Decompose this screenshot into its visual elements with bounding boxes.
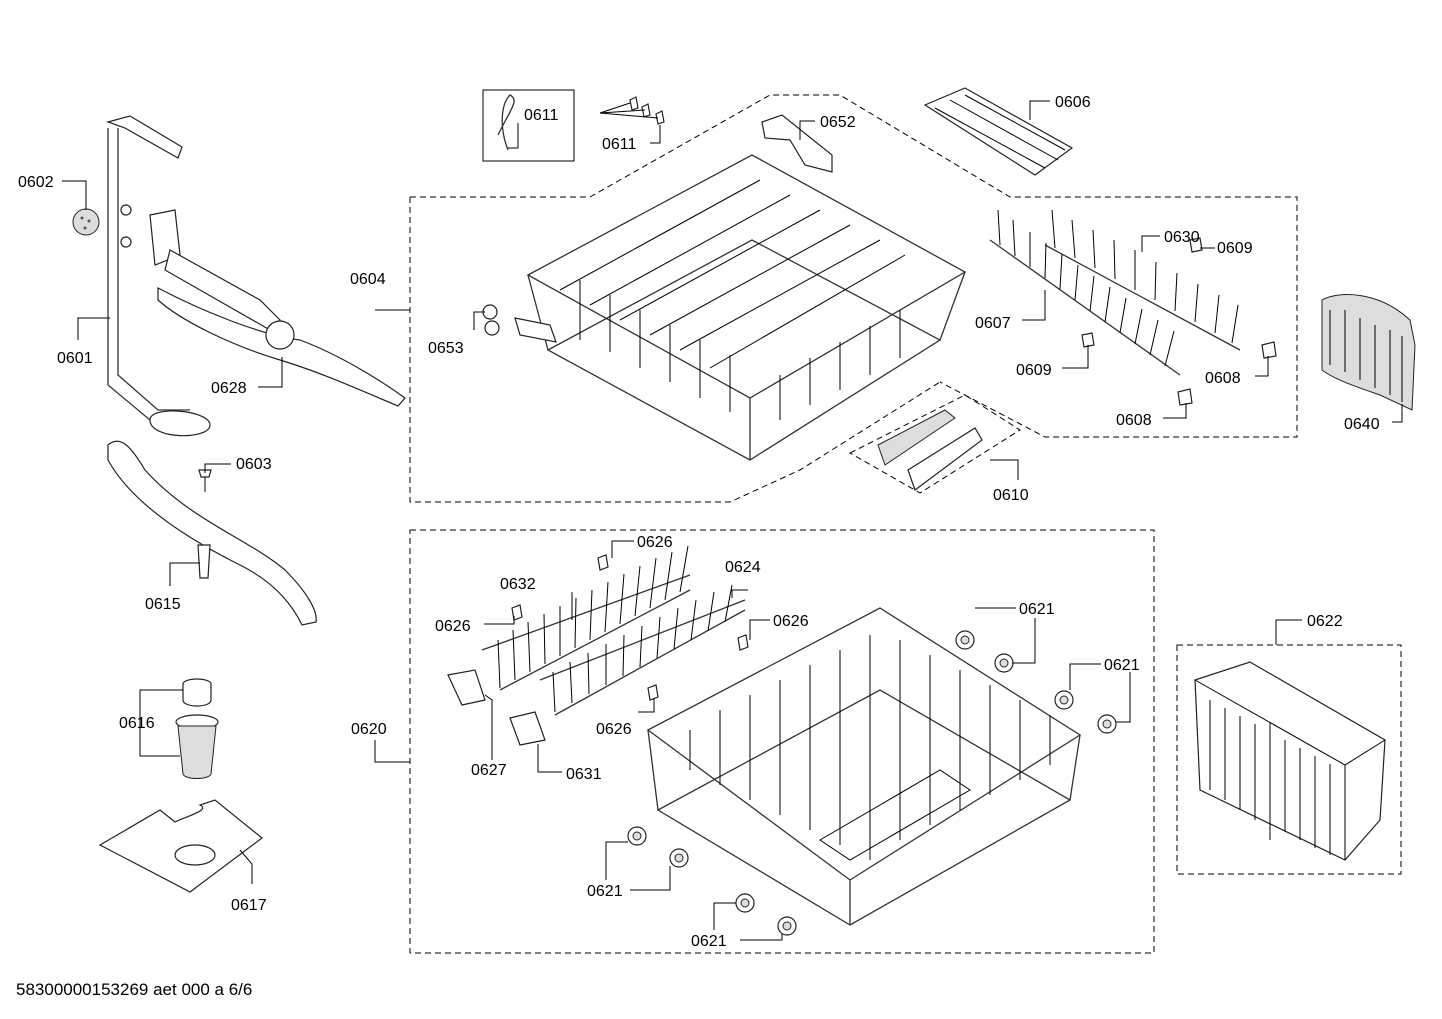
label-0621-top: 0621 (1019, 601, 1055, 618)
fine-filter-part (175, 678, 219, 779)
cutlery-basket-part (1194, 661, 1386, 861)
label-0622: 0622 (1307, 613, 1343, 630)
screw-part (198, 469, 212, 492)
label-0624: 0624 (725, 559, 761, 576)
label-0601: 0601 (57, 350, 93, 367)
label-0620: 0620 (351, 721, 387, 738)
label-0616: 0616 (119, 715, 155, 732)
label-0628: 0628 (211, 380, 247, 397)
label-0621-right: 0621 (1104, 657, 1140, 674)
label-0610: 0610 (993, 487, 1029, 504)
upper-basket-part (526, 154, 967, 461)
label-0631: 0631 (566, 766, 602, 783)
label-0604: 0604 (350, 271, 386, 288)
label-0603: 0603 (236, 456, 272, 473)
basket-wheel-parts (627, 630, 1117, 936)
cup-shelf-part (923, 87, 1074, 176)
label-0630: 0630 (1164, 229, 1200, 246)
rack-clip-parts (497, 94, 665, 151)
cutlery-basket-group-outline (1176, 644, 1402, 875)
label-0615: 0615 (145, 596, 181, 613)
upper-spray-arm-part (149, 209, 406, 407)
label-0609-top: 0609 (1217, 240, 1253, 257)
label-0627: 0627 (471, 762, 507, 779)
label-0609-bottom: 0609 (1016, 362, 1052, 379)
label-0640: 0640 (1344, 416, 1380, 433)
upper-rack-group-outline (409, 94, 1298, 503)
label-0607: 0607 (975, 315, 1011, 332)
label-0626-top: 0626 (637, 534, 673, 551)
lower-rack-group-outline (409, 529, 1155, 954)
nozzle-part (72, 208, 100, 236)
label-0606: 0606 (1055, 94, 1091, 111)
rack-handle-part (877, 409, 983, 491)
folding-tines-part (989, 209, 1241, 376)
small-items-basket-part (1321, 294, 1416, 411)
label-0621-bottom: 0621 (691, 933, 727, 950)
lower-spray-arm-part (107, 440, 317, 626)
clip-detail-box (482, 89, 575, 162)
label-0608-right: 0608 (1205, 370, 1241, 387)
label-0602: 0602 (18, 174, 54, 191)
lower-basket-part (646, 607, 1082, 926)
leader-lines (62, 100, 1403, 941)
label-0626-bottom: 0626 (596, 721, 632, 738)
label-0653: 0653 (428, 340, 464, 357)
lower-tine-rows-part (481, 545, 746, 716)
document-id-footer: 58300000153269 aet 000 a 6/6 (16, 980, 253, 999)
label-0611: 0611 (602, 136, 637, 153)
label-0617: 0617 (231, 897, 267, 914)
tine-mount-parts (447, 669, 546, 746)
label-0626-right: 0626 (773, 613, 809, 630)
label-0608-bottom: 0608 (1116, 412, 1152, 429)
label-0611-detail: 0611 (524, 107, 559, 124)
part-number-labels: 0602 0601 0628 0603 0615 0616 0617 0611 … (18, 94, 1380, 950)
microfilter-plate-part (98, 799, 263, 893)
feed-pipe-part (105, 115, 211, 437)
label-0621-left: 0621 (587, 883, 623, 900)
rack-adjuster-bracket-part (761, 114, 833, 173)
label-0652: 0652 (820, 114, 856, 131)
label-0626-left: 0626 (435, 618, 471, 635)
lower-clip-parts (511, 554, 749, 701)
rack-roller-part (482, 304, 557, 343)
label-0632: 0632 (500, 576, 536, 593)
tine-holder-parts (1081, 237, 1277, 406)
